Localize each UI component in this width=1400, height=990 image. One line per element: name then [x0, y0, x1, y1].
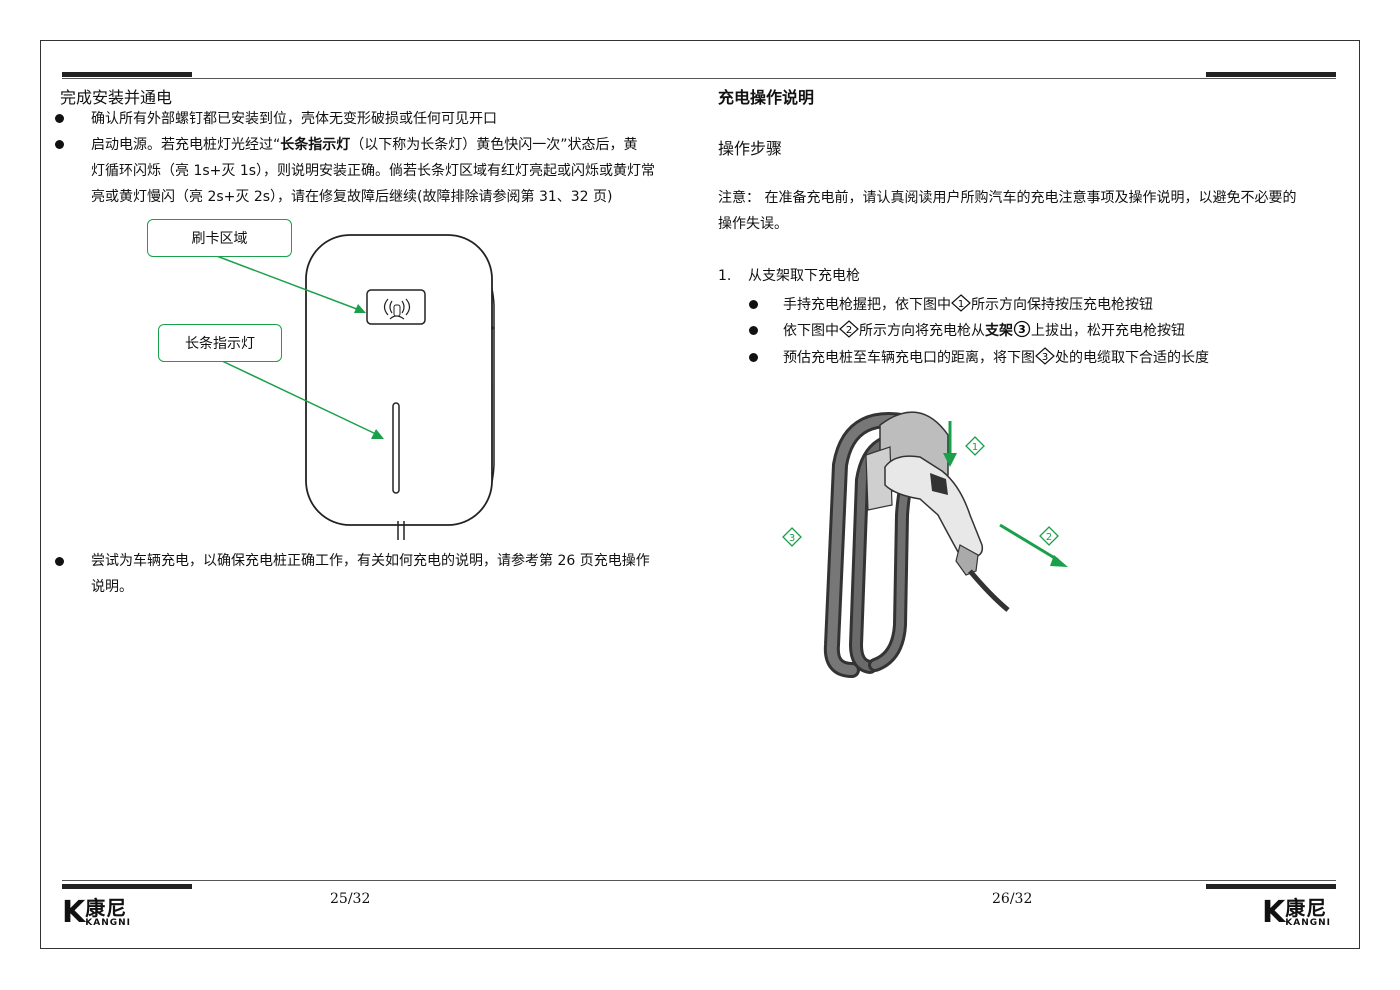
- brand-logo-left: K 康尼 KANGNI: [62, 895, 131, 930]
- diamond-marker-icon: 1: [951, 294, 971, 312]
- callout-arrow-card: [213, 254, 363, 312]
- bullet-dot: [749, 326, 758, 335]
- step-1-number: 1.: [718, 268, 732, 284]
- bullet-1-text: 确认所有外部螺钉都已安装到位，壳体无变形破损或任何可见开口: [91, 111, 497, 127]
- callout-arrow-light: [219, 359, 379, 436]
- page-number-left: 25/32: [330, 891, 371, 907]
- arrow-pull-out: [999, 523, 1059, 562]
- charger-illustration: [213, 234, 495, 540]
- note-line1: 注意： 在准备充电前，请认真阅读用户所购汽车的充电注意事项及操作说明，以避免不必…: [718, 190, 1297, 206]
- bullet-2-line2: 灯循环闪烁（亮 1s+灭 1s），则说明安装正确。倘若长条灯区域有红灯亮起或闪烁…: [91, 163, 656, 179]
- figure-marker-1-icon: 1: [965, 436, 985, 456]
- logo-mark-icon: K: [62, 895, 85, 930]
- circle-marker-icon: 3: [1013, 320, 1031, 338]
- page-frame: [40, 40, 1360, 949]
- sub-step-3-prefix: 预估充电桩至车辆充电口的距离，将下图: [783, 350, 1035, 366]
- callout-card-area: 刷卡区域: [147, 219, 292, 257]
- svg-text:1: 1: [958, 299, 964, 310]
- callout-light-strip: 长条指示灯: [158, 324, 282, 362]
- footer-bar-left: [62, 884, 192, 889]
- svg-text:2: 2: [846, 325, 852, 336]
- figure-marker-3-icon: 3: [782, 527, 802, 547]
- sub-step-2-suffix: 上拔出，松开充电枪按钮: [1031, 323, 1185, 339]
- note-line2: 操作失误。: [718, 216, 788, 232]
- sub-step-1-suffix: 所示方向保持按压充电枪按钮: [971, 297, 1153, 313]
- diamond-marker-icon: 3: [1035, 347, 1055, 365]
- bullet-2-prefix: 启动电源。若充电桩灯光经过“: [91, 137, 281, 153]
- sub-step-3: 预估充电桩至车辆充电口的距离，将下图 3 处的电缆取下合适的长度: [783, 345, 1209, 371]
- step-1-title: 从支架取下充电枪: [748, 268, 860, 284]
- logo-cn: 康尼: [1285, 895, 1328, 920]
- light-strip: [392, 402, 400, 494]
- svg-text:3: 3: [789, 533, 795, 544]
- left-heading: 完成安装并通电: [60, 88, 173, 107]
- charging-gun: [884, 455, 984, 560]
- sub-step-2-prefix: 依下图中: [783, 323, 839, 339]
- sub-step-2: 依下图中 2 所示方向将充电枪从支架 3 上拔出，松开充电枪按钮: [783, 318, 1185, 344]
- sub-step-2-bold: 支架: [985, 323, 1013, 339]
- sub-step-3-suffix: 处的电缆取下合适的长度: [1055, 350, 1209, 366]
- bullet-2-bold: 长条指示灯: [280, 137, 351, 153]
- logo-cn: 康尼: [85, 895, 128, 920]
- logo-en: KANGNI: [1285, 917, 1331, 928]
- bullet-3-line1: 尝试为车辆充电，以确保充电桩正确工作，有关如何充电的说明，请参考第 26 页充电…: [91, 553, 650, 569]
- svg-text:3: 3: [1042, 352, 1048, 363]
- charging-gun-illustration: 1 2 3: [782, 411, 1068, 678]
- header-bar-right: [1206, 72, 1336, 77]
- bullet-3-line2: 说明。: [91, 579, 133, 595]
- svg-text:2: 2: [1046, 532, 1052, 543]
- footer-bar-right: [1206, 884, 1336, 889]
- bullet-2-line1: 启动电源。若充电桩灯光经过“长条指示灯（以下称为长条灯）黄色快闪一次”状态后，黄: [91, 132, 638, 158]
- bullet-dot: [55, 557, 64, 566]
- logo-en: KANGNI: [85, 917, 131, 928]
- diamond-marker-icon: 2: [839, 320, 859, 338]
- bullet-dot: [749, 300, 758, 309]
- figure-marker-2-icon: 2: [1039, 526, 1059, 546]
- header-bar-left: [62, 72, 192, 77]
- page-number-right: 26/32: [992, 891, 1033, 907]
- bullet-2-suffix: （以下称为长条灯）黄色快闪一次”状态后，黄: [350, 137, 638, 153]
- footer-rule: [62, 880, 1336, 881]
- svg-text:3: 3: [1018, 323, 1026, 336]
- brand-logo-right: K 康尼 KANGNI: [1262, 895, 1331, 930]
- sub-step-2-mid: 所示方向将充电枪从: [859, 323, 985, 339]
- right-subheading: 操作步骤: [718, 139, 783, 158]
- bullet-dot: [55, 114, 64, 123]
- svg-text:1: 1: [972, 442, 978, 453]
- bullet-2-line3: 亮或黄灯慢闪（亮 2s+灭 2s），请在修复故障后继续(故障排除请参阅第 31、…: [91, 189, 613, 205]
- bullet-dot: [749, 353, 758, 362]
- sub-step-1: 手持充电枪握把，依下图中 1 所示方向保持按压充电枪按钮: [783, 292, 1153, 318]
- right-heading: 充电操作说明: [718, 88, 815, 107]
- bullet-dot: [55, 140, 64, 149]
- logo-mark-icon: K: [1262, 895, 1285, 930]
- header-rule: [62, 78, 1336, 79]
- sub-step-1-prefix: 手持充电枪握把，依下图中: [783, 297, 951, 313]
